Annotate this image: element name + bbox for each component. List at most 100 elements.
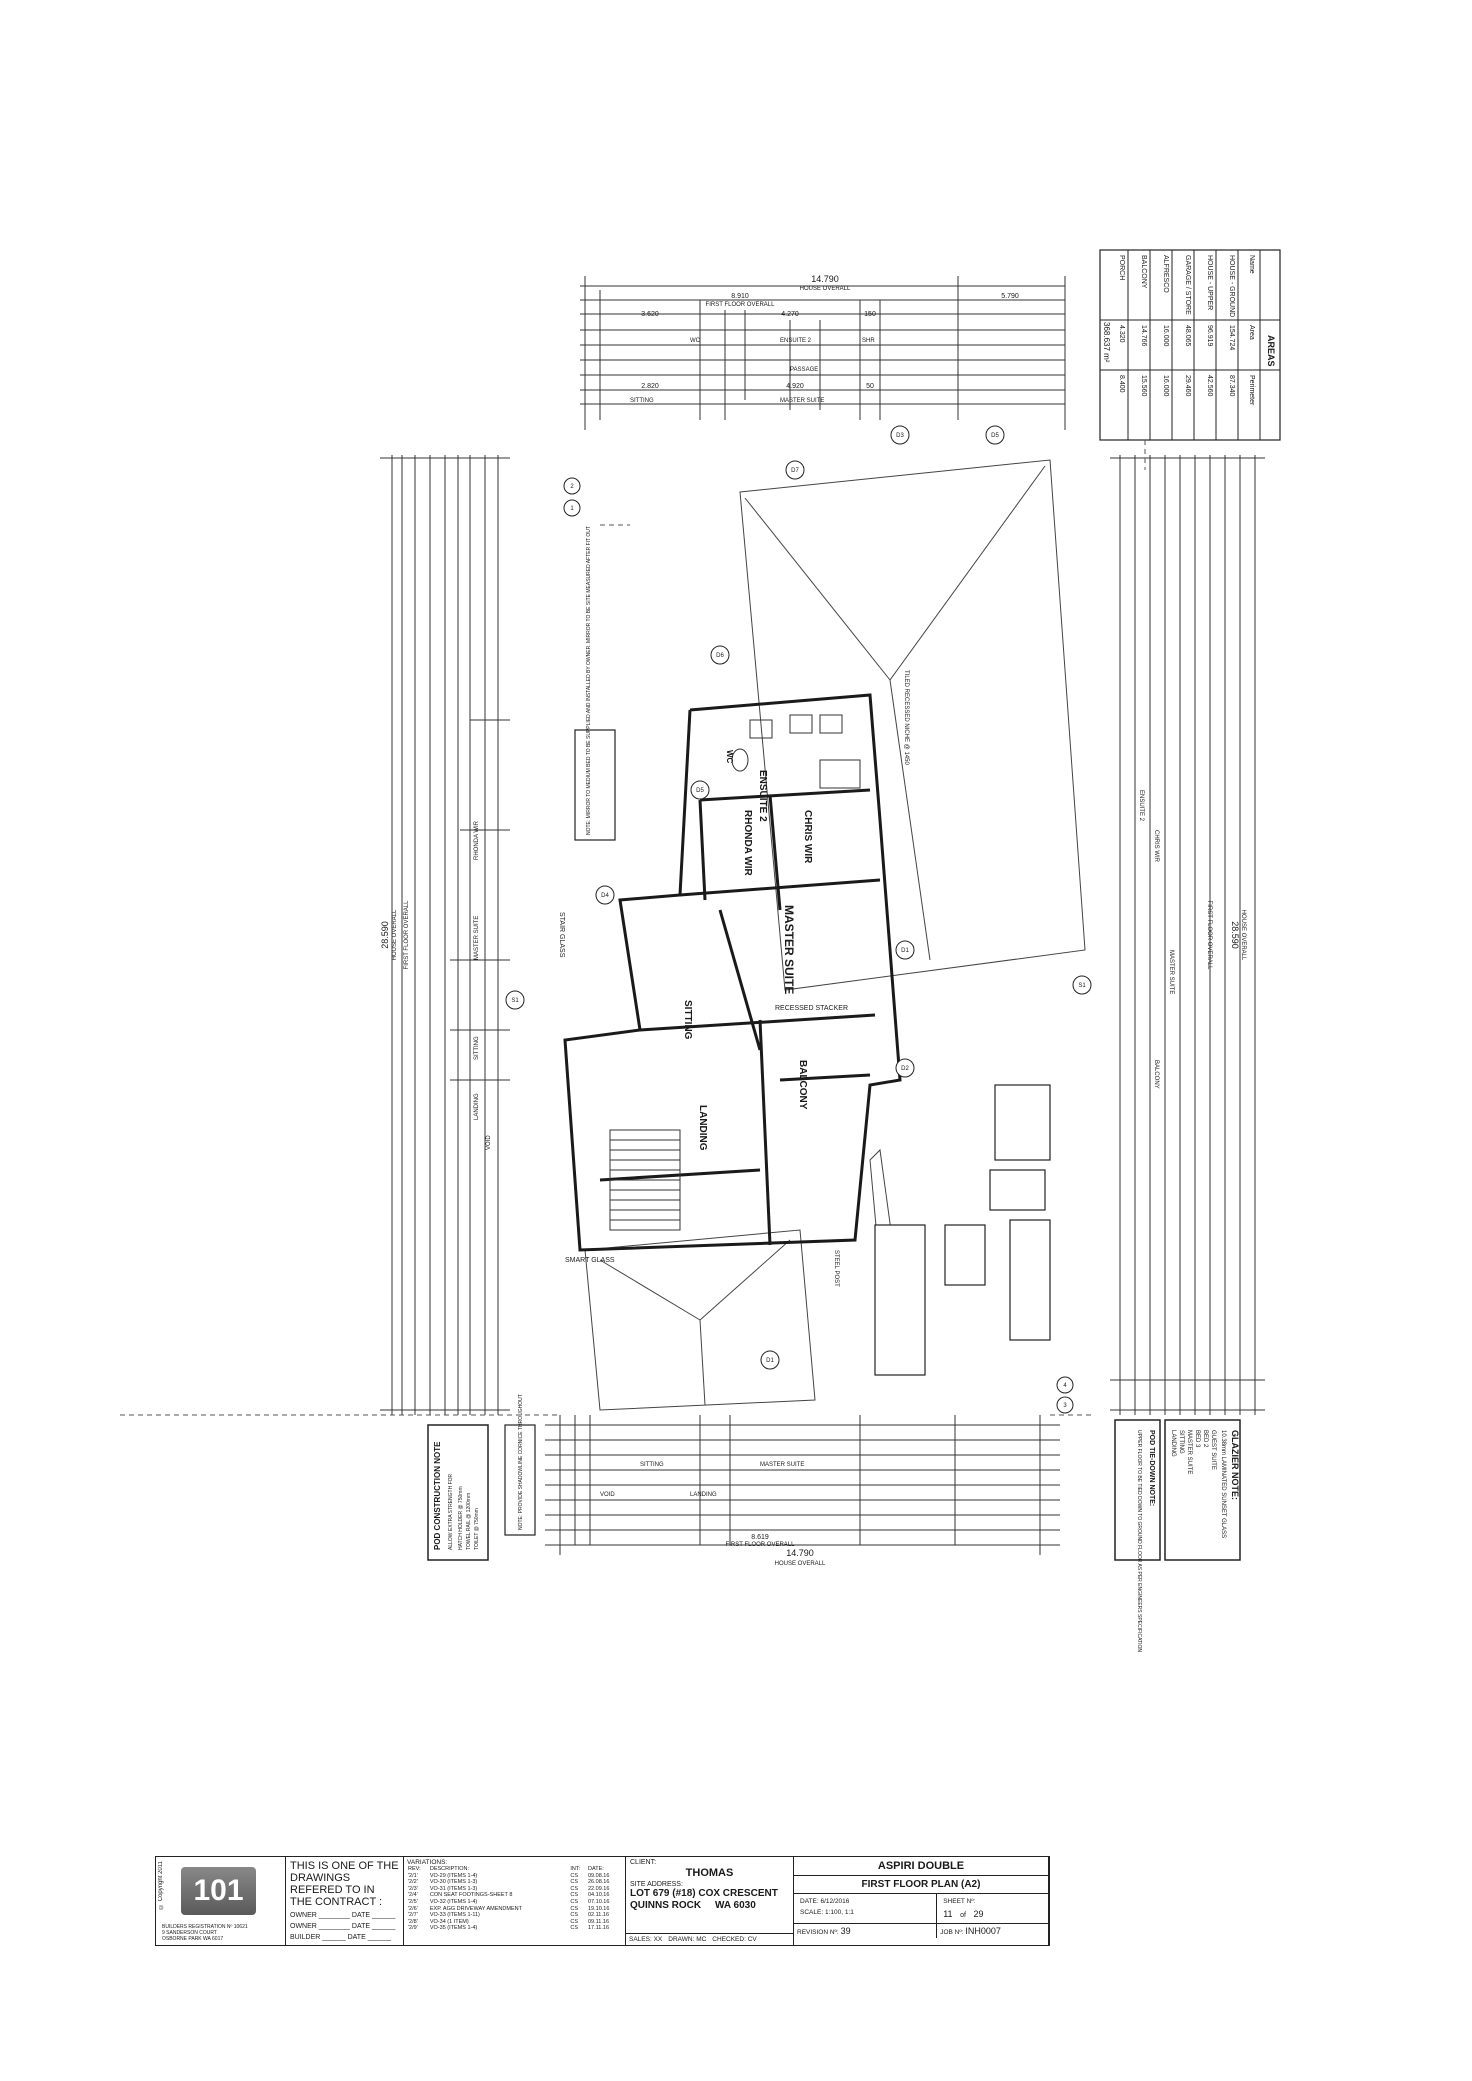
registration-line: BUILDERS REGISTRATION Nº 10621 xyxy=(162,1924,248,1930)
areas-header-name: Name xyxy=(1248,255,1255,274)
label-passage-dim: PASSAGE xyxy=(790,367,818,373)
svg-text:D2: D2 xyxy=(901,1066,909,1072)
sheet-title: FIRST FLOOR PLAN (A2) xyxy=(794,1876,1048,1894)
areas-row-area: 4.320 xyxy=(1118,325,1125,343)
date-sheet-row: DATE: 6/12/2016 SCALE: 1:100, 1:1 SHEET … xyxy=(794,1894,1048,1924)
svg-text:D7: D7 xyxy=(791,468,799,474)
areas-row-perimeter: 42.560 xyxy=(1206,375,1213,397)
section-marker: S1 xyxy=(1072,975,1092,995)
label-first-floor-overall-left: FIRST FLOOR OVERALL xyxy=(404,900,410,970)
note-boxes-right xyxy=(874,1084,1051,1376)
pod-title: POD CONSTRUCTION NOTE xyxy=(433,1441,442,1550)
label-wc-dim: WC xyxy=(690,338,701,344)
label-void-bottom: VOID xyxy=(600,1492,615,1498)
areas-row-name: PORCH xyxy=(1118,255,1125,280)
variations-header: REV: DESCRIPTION: INT: DATE: xyxy=(408,1866,604,1872)
title-block: © Copyright 2011 101 BUILDERS REGISTRATI… xyxy=(155,1856,1050,1946)
areas-row-perimeter: 29.460 xyxy=(1184,375,1191,397)
sheet-number-field: SHEET Nº: 11 of 29 xyxy=(943,1898,984,1919)
areas-row-perimeter: 8.400 xyxy=(1118,375,1125,393)
glazier-title: GLAZIER NOTE: xyxy=(1230,1430,1240,1500)
right-dimension-strings xyxy=(1110,455,1265,1415)
dim-bottom-3: 50 xyxy=(866,383,874,390)
company-logo: 101 xyxy=(181,1867,256,1915)
owner-signature-line: OWNER ________ DATE ______ xyxy=(290,1912,396,1919)
glazier-item: MASTER SUITE xyxy=(1186,1430,1192,1474)
owner2-signature-line: OWNER ________ DATE ______ xyxy=(290,1923,396,1930)
dim-top-3: 150 xyxy=(864,311,876,318)
room-chris-wir: CHRIS WIR xyxy=(802,810,813,864)
site-address-label: SITE ADDRESS: xyxy=(630,1881,683,1888)
svg-text:D1: D1 xyxy=(766,1358,774,1364)
areas-header-area: Area xyxy=(1248,325,1255,340)
bottom-dimension-strings xyxy=(545,1415,1060,1555)
label-first-floor-overall-bottom: FIRST FLOOR OVERALL xyxy=(726,1542,796,1548)
dim-bottom-first-floor: 8.619 xyxy=(751,1534,769,1541)
section-marker: D1 xyxy=(895,940,915,960)
registration-line: OSBORNE PARK WA 6017 xyxy=(162,1936,224,1942)
glazier-body: 10.38mm LAMINATED SUNSET GLASS xyxy=(1220,1430,1226,1538)
client-label: CLIENT: xyxy=(630,1859,657,1866)
label-smart-glass: SMART GLASS xyxy=(565,1257,615,1264)
section-marker: S1 xyxy=(505,990,525,1010)
section-marker: D6 xyxy=(710,645,730,665)
room-master-suite: MASTER SUITE xyxy=(782,905,796,994)
left-dim-labels: 28.590 HOUSE OVERALL FIRST FLOOR OVERALL… xyxy=(380,820,492,1150)
label-master-suite-left: MASTER SUITE xyxy=(474,916,480,960)
registration-line: 9 SANDERSON COURT xyxy=(162,1930,217,1936)
label-ensuite2-right: ENSUITE 2 xyxy=(1138,790,1144,822)
label-sitting-dim: SITTING xyxy=(630,398,654,404)
section-marker: D1 xyxy=(760,1350,780,1370)
drawn-field: DRAWN: MC xyxy=(668,1936,707,1943)
variations-label: VARIATIONS: xyxy=(407,1859,448,1866)
svg-text:3: 3 xyxy=(1063,1403,1067,1409)
glazier-item: SITTING xyxy=(1178,1430,1184,1454)
label-master-suite-dim: MASTER SUITE xyxy=(780,398,824,404)
glazier-item: GUEST SUITE xyxy=(1210,1430,1216,1470)
svg-text:D3: D3 xyxy=(896,433,904,439)
title-block-logo-cell: © Copyright 2011 101 BUILDERS REGISTRATI… xyxy=(156,1857,286,1945)
pod-item: HATCH HOLDER @ 750mm xyxy=(458,1486,464,1550)
label-landing-bottom: LANDING xyxy=(690,1492,717,1498)
dim-house-overall-l-right: 28.590 xyxy=(1230,921,1240,949)
top-dimension-strings xyxy=(580,276,1066,430)
revision-field: REVISION Nº: 39 xyxy=(794,1924,938,1938)
svg-text:D4: D4 xyxy=(601,893,609,899)
registration-block: BUILDERS REGISTRATION Nº 10621 9 SANDERS… xyxy=(162,1924,282,1942)
svg-text:D5: D5 xyxy=(991,433,999,439)
top-dimension-labels: 14.790 HOUSE OVERALL 8.910 FIRST FLOOR O… xyxy=(630,274,1019,404)
mirror-note: NOTE: MIRROR TO MEDIUM BED TO BE SUPPLIE… xyxy=(586,526,592,835)
svg-text:S1: S1 xyxy=(1078,983,1086,989)
dim-top-1: 3.620 xyxy=(641,311,659,318)
provide-note: NOTE: PROVIDE SHADOWLINE CORNICE THROUGH… xyxy=(518,1394,524,1530)
note-mirror: NOTE: MIRROR TO MEDIUM BED TO BE SUPPLIE… xyxy=(574,526,616,841)
areas-title: AREAS xyxy=(1266,335,1276,367)
room-balcony: BALCONY xyxy=(797,1060,808,1110)
svg-text:S1: S1 xyxy=(511,998,519,1004)
label-master-suite-right: MASTER SUITE xyxy=(1168,950,1174,994)
label-house-overall: HOUSE OVERALL xyxy=(800,286,851,292)
room-wc: WC xyxy=(725,750,734,764)
pod-item: TOWEL RAIL @ 1200mm xyxy=(466,1493,472,1550)
note-pod-construction: POD CONSTRUCTION NOTE ALLOW EXTRA STRENG… xyxy=(427,1424,489,1561)
section-marker: 3 xyxy=(1056,1396,1074,1414)
reference-lines xyxy=(120,440,1146,1416)
glazier-item: BED 3 xyxy=(1194,1430,1200,1448)
project-cell: ASPIRI DOUBLE FIRST FLOOR PLAN (A2) DATE… xyxy=(794,1857,1049,1945)
dim-right: 5.790 xyxy=(1001,293,1019,300)
variations-table: REV: DESCRIPTION: INT: DATE: '2/1'VO-29 … xyxy=(407,1866,622,1932)
section-marker: D2 xyxy=(895,1058,915,1078)
section-marker: D4 xyxy=(595,885,615,905)
areas-header-perimeter: Perimeter xyxy=(1248,375,1255,406)
right-dim-labels: 28.590 HOUSE OVERALL FIRST FLOOR OVERALL… xyxy=(1138,790,1246,1089)
dim-bottom-2: 4.920 xyxy=(786,383,804,390)
label-recessed-stacker: RECESSED STACKER xyxy=(775,1005,848,1012)
revision-job-row: REVISION Nº: 39 JOB Nº: INH0007 xyxy=(794,1924,1048,1938)
sales-drawn-checked-row: SALES: XX DRAWN: MC CHECKED: CV xyxy=(626,1933,793,1945)
areas-total: 368.637 m² xyxy=(1102,322,1111,363)
